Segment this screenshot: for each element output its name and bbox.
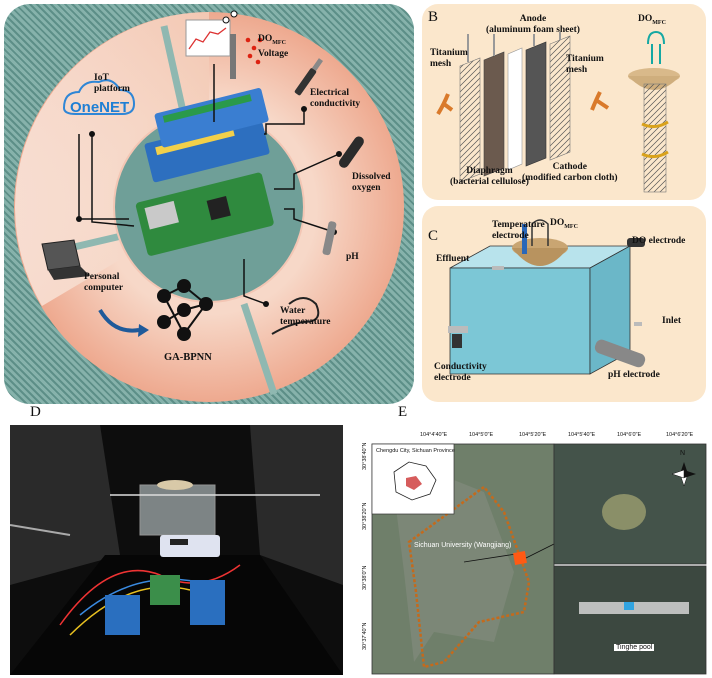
ph-electrode-graphic: [594, 339, 646, 368]
right-flow-arrow: [590, 91, 610, 111]
north-arrow-icon: [671, 462, 696, 487]
ph-electrode-label: pH electrode: [608, 370, 660, 380]
device-photo-graphic: [10, 425, 343, 675]
cycle-arrow-icon: [98, 308, 140, 333]
water-temperature-label: Water temperature: [280, 306, 331, 327]
panel-letter-e: E: [398, 404, 408, 420]
north-letter: N: [680, 450, 686, 457]
temperature-probe-graphic: [271, 297, 320, 335]
diaphragm-label: Diaphragm (bacterial cellulose): [450, 166, 529, 187]
sensor-board-2: [154, 88, 269, 148]
conductivity-electrode-label: Conductivity electrode: [434, 362, 487, 383]
do-mfc-label-c: DOMFC: [550, 218, 578, 230]
top-tick: 104°5'20"E: [519, 432, 547, 438]
inlet-label: Inlet: [662, 316, 681, 326]
conductivity-probe-graphic: [294, 58, 324, 96]
effluent-label: Effluent: [436, 254, 470, 264]
panel-c-reactor: C Temperature electrode DOMFC DO electro…: [422, 206, 706, 402]
onenet-logo: OneNET: [70, 99, 130, 116]
do-mfc-label-b: DOMFC: [638, 14, 666, 26]
panel-b-graphic: [436, 30, 680, 193]
titanium-mesh-right-label: Titanium mesh: [566, 54, 604, 75]
titanium-mesh-left-label: Titanium mesh: [430, 48, 468, 69]
cathode-label: Cathode (modified carbon cloth): [522, 162, 618, 183]
map-graphic: [371, 443, 707, 675]
cloud-icon: [62, 79, 136, 115]
panel-b-mfc-structure: B Anode (aluminum foam sheet) DOMFC Tita…: [422, 4, 706, 200]
neural-network-icon: [157, 279, 213, 341]
do-electrode-label: DO electrode: [632, 236, 686, 246]
inset-title: Chengdu City, Sichuan Province: [376, 448, 455, 454]
raspberry-pi-board: [135, 172, 274, 256]
panel-c-graphic: [448, 219, 646, 375]
do-probe-graphic: [338, 136, 364, 168]
ph-probe-graphic: [322, 221, 337, 256]
campus-label: Sichuan University (Wangjiang): [414, 542, 512, 549]
laptop-icon: [41, 239, 90, 280]
panel-letter-c: C: [428, 228, 439, 244]
panel-d-photo: [10, 425, 343, 675]
top-tick-row: 104°4'40"E 104°5'0"E 104°5'20"E 104°5'40…: [364, 432, 708, 444]
ga-bpnn-label: GA-BPNN: [164, 352, 212, 363]
mfc-sensor-graphic: [185, 10, 263, 79]
top-tick: 104°5'0"E: [469, 432, 494, 438]
panel-a-ring: [14, 10, 404, 402]
iot-platform-label: IoT platform: [94, 73, 130, 94]
panel-e-map: 104°4'40"E 104°5'0"E 104°5'20"E 104°5'40…: [362, 432, 708, 676]
pool-label: Tinghe pool: [614, 644, 655, 651]
ph-label: pH: [346, 252, 359, 262]
top-tick: 104°6'0"E: [617, 432, 642, 438]
dissolved-oxygen-label: Dissolved oxygen: [352, 172, 391, 193]
panel-letter-b: B: [428, 9, 439, 25]
top-tick: 104°4'40"E: [420, 432, 448, 438]
top-tick: 104°6'20"E: [666, 432, 694, 438]
top-tick: 104°5'40"E: [568, 432, 596, 438]
electrical-conductivity-label: Electrical conductivity: [310, 88, 361, 109]
anode-label: Anode (aluminum foam sheet): [486, 14, 580, 35]
personal-computer-label: Personal computer: [84, 272, 124, 293]
temperature-electrode-label: Temperature electrode: [492, 220, 545, 241]
panel-letter-d: D: [30, 404, 41, 420]
left-flow-arrow: [436, 93, 454, 116]
